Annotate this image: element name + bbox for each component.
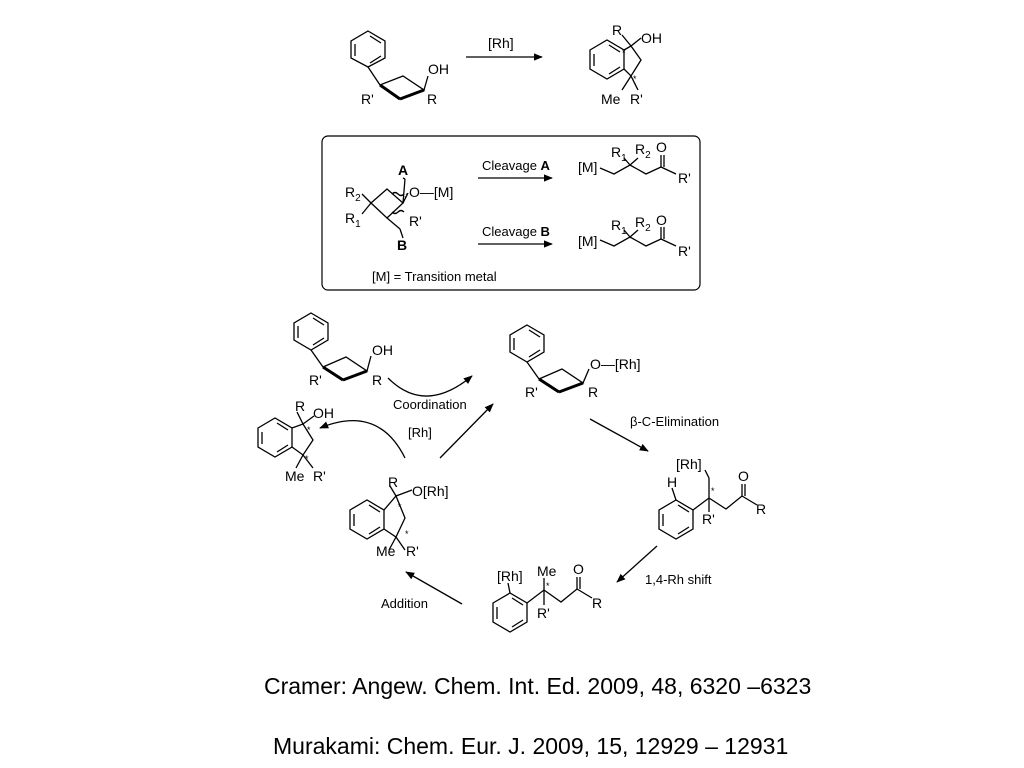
cycle-sm-r: R bbox=[372, 372, 382, 388]
cycle-arylrh-star: * bbox=[546, 581, 550, 591]
cleavage-box bbox=[321, 135, 701, 291]
cycle-alkylrh-o: O bbox=[738, 468, 749, 484]
cycle-alkylrh-star: * bbox=[711, 486, 715, 496]
addition-label: Addition bbox=[381, 596, 428, 611]
sm-phenyl-ring bbox=[350, 30, 386, 68]
prod-b-r1-label: R1 bbox=[611, 217, 627, 237]
box-labels: A B O—[M] R2 R1 R' Cleavage A Cleavage B… bbox=[345, 139, 691, 284]
cycle-alkoxide-rprime: R' bbox=[525, 384, 538, 400]
rh-catalyst-label: [Rh] bbox=[408, 425, 432, 440]
bond-b-label: B bbox=[397, 237, 407, 253]
rh-shift-arrow bbox=[616, 545, 658, 583]
prod-b-rprime-label: R' bbox=[678, 243, 691, 259]
prod-b-r2-label: R2 bbox=[635, 214, 651, 234]
top-scheme bbox=[350, 30, 642, 101]
product-rprime-label: R' bbox=[630, 91, 643, 107]
box-rprime-label: R' bbox=[409, 213, 422, 229]
box-r1-label: R1 bbox=[345, 210, 361, 230]
sm-r-label: R bbox=[427, 91, 437, 107]
prod-a-o-label: O bbox=[656, 139, 667, 155]
prod-a-rprime-label: R' bbox=[678, 170, 691, 186]
prod-b-o-label: O bbox=[656, 212, 667, 228]
box-r2-label: R2 bbox=[345, 184, 361, 204]
reference-murakami: Murakami: Chem. Eur. J. 2009, 15, 12929 … bbox=[273, 733, 789, 759]
top-scheme-labels: OH R' R [Rh] R OH Me R' * * bbox=[361, 22, 662, 107]
product-star-2: * bbox=[633, 74, 637, 84]
prod-a-r1-label: R1 bbox=[611, 144, 627, 164]
product-me-label: Me bbox=[601, 91, 621, 107]
cycle-arylrh-o: O bbox=[573, 561, 584, 577]
catalyst-return-arrow bbox=[439, 403, 494, 459]
coordination-arrow bbox=[387, 375, 473, 397]
cycle-indanolate-rprime: R' bbox=[406, 543, 419, 559]
cycle-arylrh-me: Me bbox=[537, 563, 557, 579]
catalytic-cycle bbox=[257, 312, 758, 633]
coordination-label: Coordination bbox=[393, 397, 467, 412]
beta-elimination-label: β-C-Elimination bbox=[630, 414, 719, 429]
cycle-sm-oh: OH bbox=[372, 342, 393, 358]
cycle-indanolate-me: Me bbox=[376, 543, 396, 559]
product-r-label: R bbox=[612, 22, 622, 38]
cycle-labels: OH R' R O—[Rh] R' R R OH Me R' * * R O[R… bbox=[285, 342, 766, 621]
top-reagent-label: [Rh] bbox=[488, 35, 514, 51]
cycle-sm-rprime: R' bbox=[309, 372, 322, 388]
cycle-indanolate-orh: O[Rh] bbox=[412, 483, 449, 499]
prod-a-m-label: [M] bbox=[578, 159, 597, 175]
sm-oh-label: OH bbox=[428, 61, 449, 77]
cycle-indanolate-star-2: * bbox=[405, 529, 409, 539]
cleavage-b-label: Cleavage B bbox=[482, 224, 550, 239]
cycle-indanol-me: Me bbox=[285, 468, 305, 484]
cycle-indanolate-r: R bbox=[388, 474, 398, 490]
box-footnote: [M] = Transition metal bbox=[372, 269, 497, 284]
product-star-1: * bbox=[622, 48, 626, 58]
reference-cramer: Cramer: Angew. Chem. Int. Ed. 2009, 48, … bbox=[264, 673, 812, 699]
cycle-indanol-rprime: R' bbox=[313, 468, 326, 484]
box-om-label: O—[M] bbox=[409, 184, 453, 200]
box-structures bbox=[361, 155, 677, 248]
cycle-arylrh-rprime: R' bbox=[537, 605, 550, 621]
product-oh-label: OH bbox=[641, 30, 662, 46]
cycle-indanol-r: R bbox=[295, 398, 305, 414]
cycle-arylrh-r: R bbox=[592, 595, 602, 611]
prod-b-m-label: [M] bbox=[578, 233, 597, 249]
cycle-alkoxide-r: R bbox=[588, 384, 598, 400]
cycle-indanol-oh: OH bbox=[313, 405, 334, 421]
cycle-alkylrh-r: R bbox=[756, 501, 766, 517]
bond-a-label: A bbox=[398, 162, 408, 178]
product-benzo-ring bbox=[589, 39, 625, 80]
product-release-arrow bbox=[319, 420, 406, 459]
rh-shift-label: 1,4-Rh shift bbox=[645, 572, 712, 587]
beta-elimination-arrow bbox=[589, 418, 649, 452]
sm-rprime-label: R' bbox=[361, 91, 374, 107]
prod-a-r2-label: R2 bbox=[635, 141, 651, 161]
cycle-indanol-star-1: * bbox=[307, 425, 311, 435]
cycle-alkoxide-orh: O—[Rh] bbox=[590, 356, 641, 372]
addition-arrow bbox=[405, 571, 463, 605]
cycle-alkylrh-h: H bbox=[667, 474, 677, 490]
cycle-arylrh-rh: [Rh] bbox=[497, 568, 523, 584]
cycle-alkylrh-rh: [Rh] bbox=[676, 456, 702, 472]
cycle-indanol-star-2: * bbox=[305, 454, 309, 464]
cleavage-a-label: Cleavage A bbox=[482, 158, 551, 173]
cycle-indanolate-star-1: * bbox=[398, 502, 402, 512]
cycle-alkylrh-rprime: R' bbox=[702, 511, 715, 527]
